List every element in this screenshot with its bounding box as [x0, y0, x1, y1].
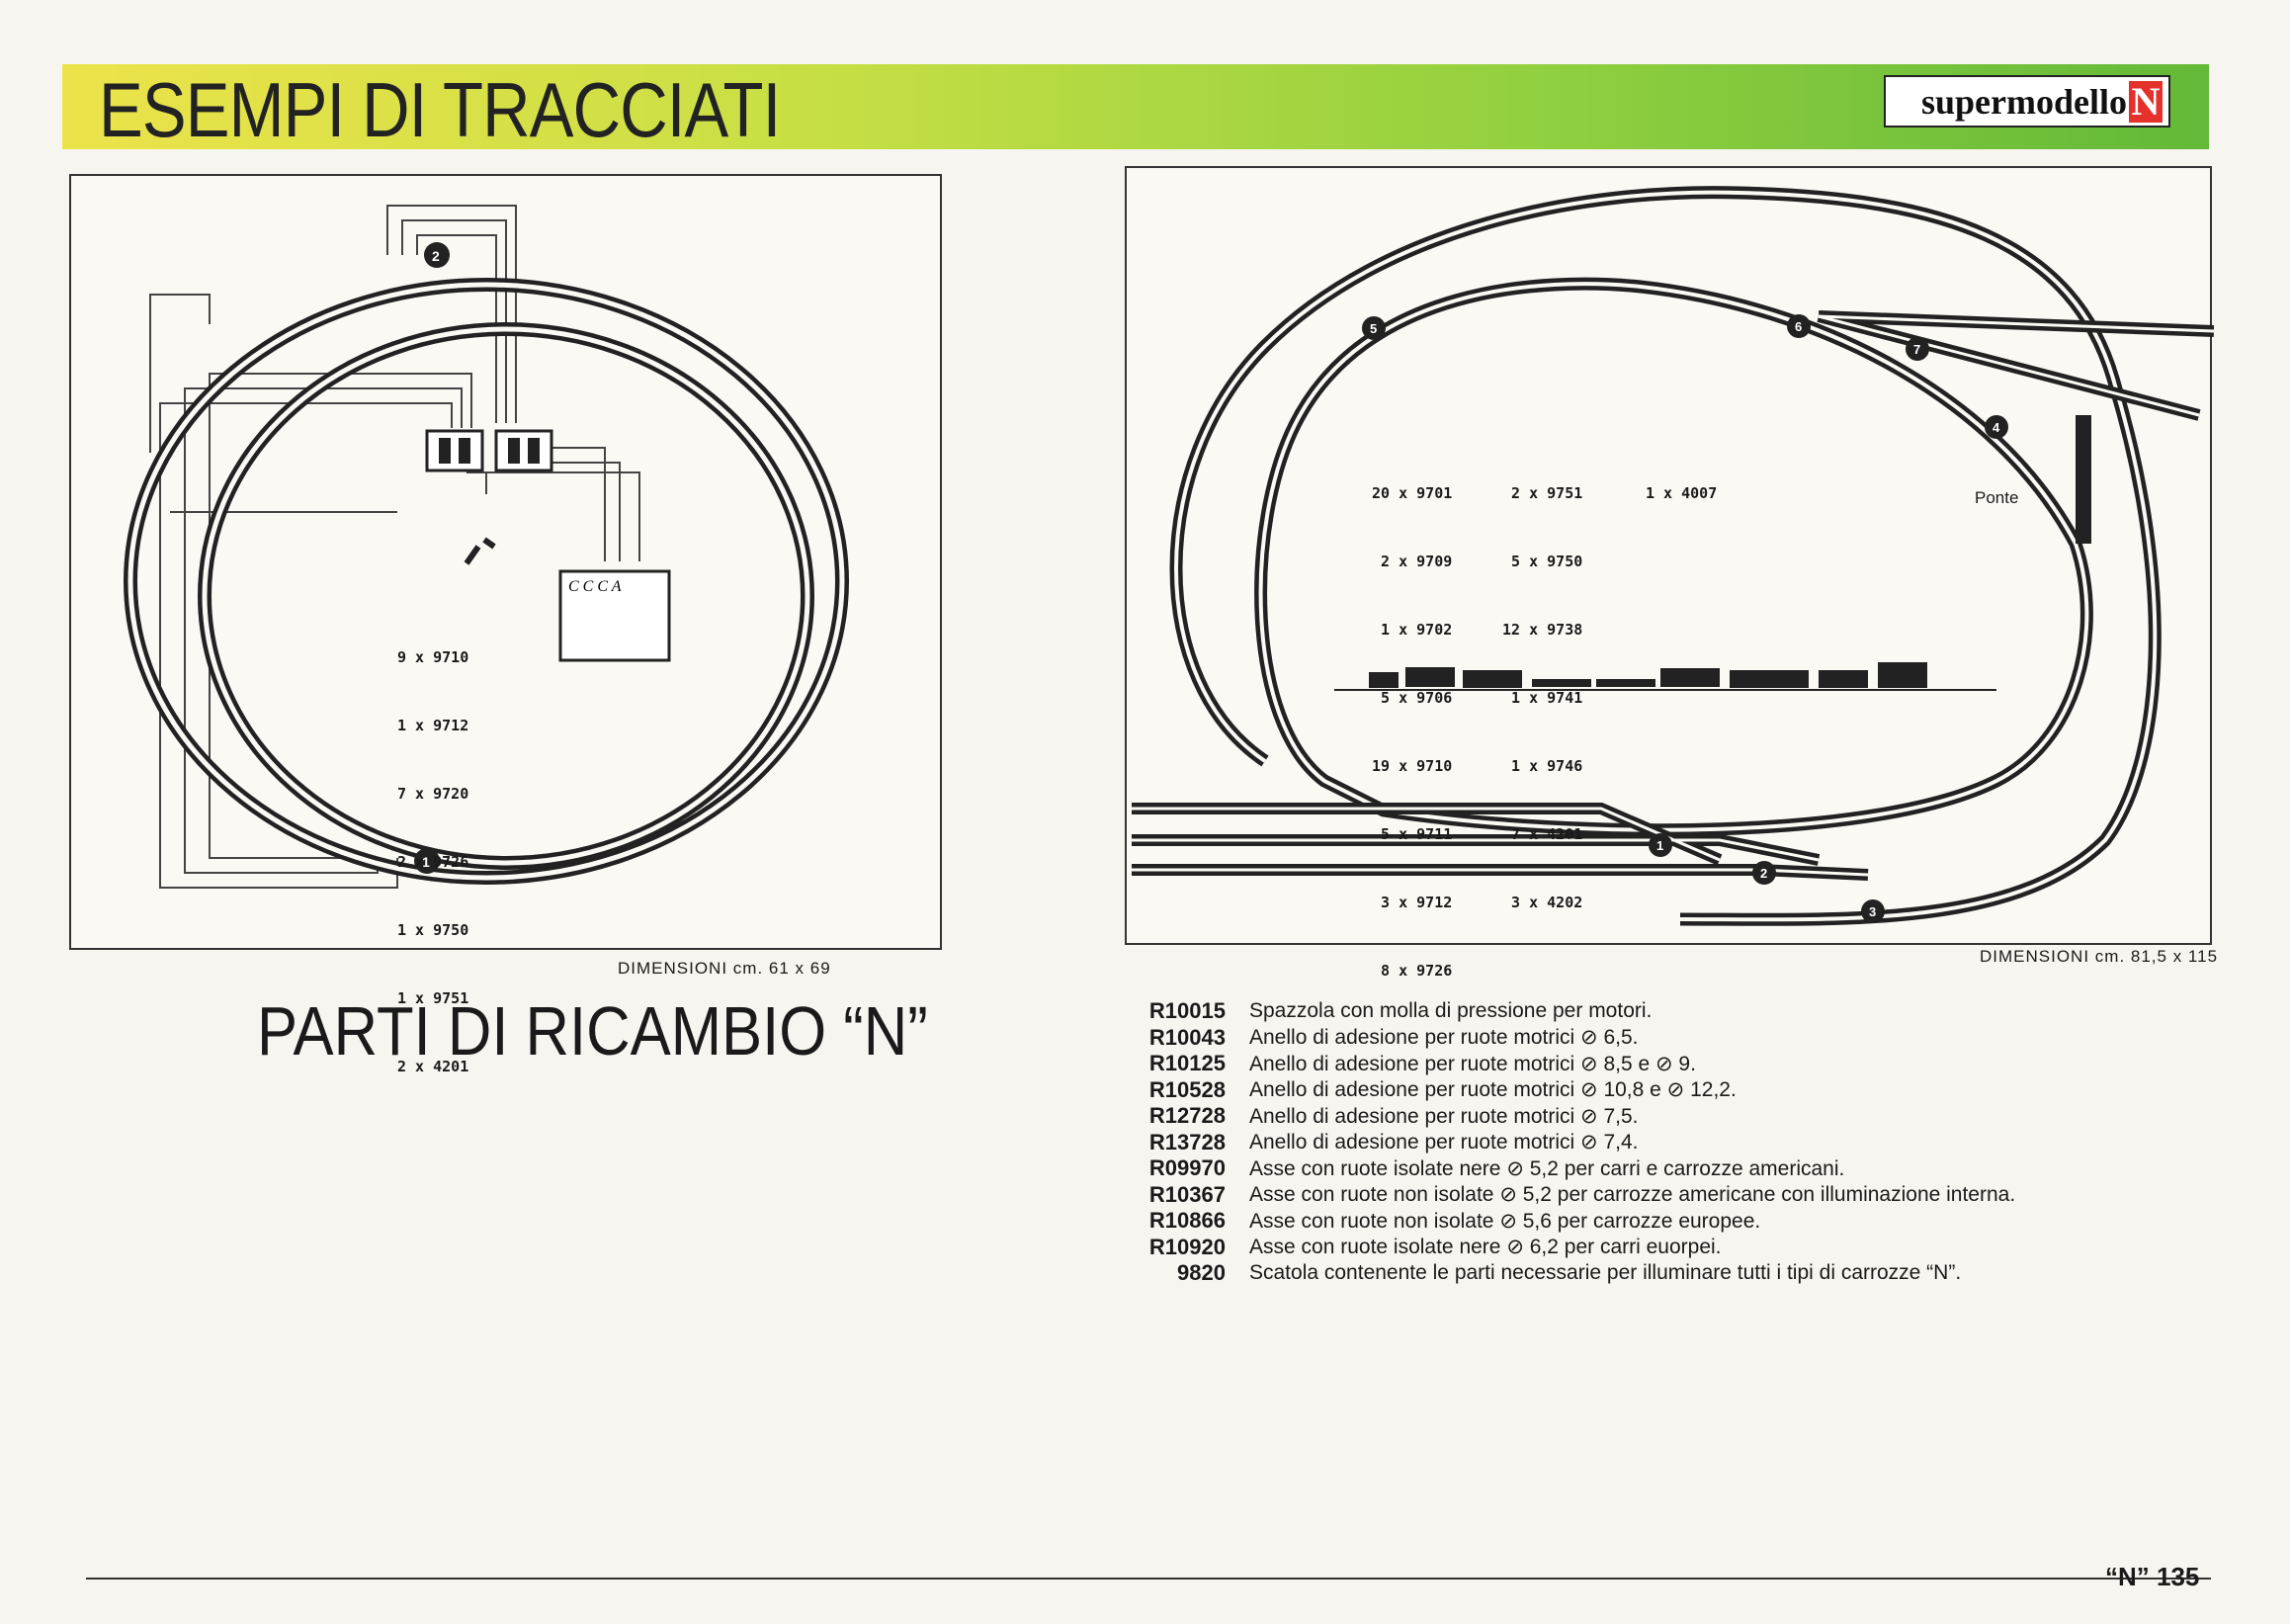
svg-text:7: 7 — [1913, 342, 1920, 357]
list-item: 1 x 9746 — [1511, 757, 1583, 775]
part-code: R10367 — [1148, 1181, 1226, 1207]
parts-list-right-col1: 20 x 9701 2 x 9709 1 x 9702 5 x 9706 19 … — [1372, 437, 1452, 1028]
list-item: 7 x 4201 — [1511, 825, 1583, 843]
page-title: ESEMPI DI TRACCIATI — [99, 66, 781, 153]
svg-text:2: 2 — [1760, 866, 1767, 881]
layout-diagram-right: 5 6 7 4 1 2 3 20 x 9701 2 x 9709 1 x 970… — [1125, 166, 2214, 980]
list-item: 1 x 9751 — [397, 989, 469, 1007]
list-item: 9820 Scatola contenente le parti necessar… — [1127, 1260, 2015, 1287]
list-item: 1 x 9702 — [1381, 621, 1453, 639]
list-item: 1 x 9750 — [397, 921, 469, 939]
list-item: 3 x 9712 — [1381, 894, 1453, 911]
list-item: 2 x 9726 — [397, 853, 469, 871]
spare-parts-list: R10015 Spazzola con molla di pressione pe… — [1127, 998, 2015, 1287]
part-desc: Anello di adesione per ruote motrici ⊘ 8… — [1249, 1052, 1696, 1075]
part-code: R10043 — [1148, 1024, 1226, 1050]
parts-list-right-col2: 2 x 9751 5 x 9750 12 x 9738 1 x 9741 1 x… — [1502, 437, 1582, 960]
parts-list-left: 9 x 9710 1 x 9712 7 x 9720 2 x 9726 1 x … — [397, 601, 468, 1124]
parts-list-right-col3: 1 x 4007 — [1646, 437, 1717, 551]
list-item: 19 x 9710 — [1372, 757, 1453, 775]
header-banner — [62, 64, 2209, 149]
page-number: “N” 135 — [2105, 1562, 2200, 1591]
part-desc: Asse con ruote non isolate ⊘ 5,2 per car… — [1249, 1183, 2016, 1207]
list-item: R13728 Anello di adesione per ruote motri… — [1127, 1130, 2015, 1156]
logo-text: supermodello — [1920, 81, 2127, 122]
svg-text:6: 6 — [1795, 319, 1802, 334]
list-item: 1 x 4007 — [1646, 484, 1718, 502]
list-item: 5 x 9706 — [1381, 689, 1453, 707]
list-item: 2 x 9751 — [1511, 484, 1583, 502]
part-code: R10920 — [1148, 1234, 1226, 1259]
part-desc: Anello di adesione per ruote motrici ⊘ 6… — [1249, 1026, 1639, 1050]
list-item: R10125 Anello di adesione per ruote motri… — [1127, 1051, 2015, 1077]
list-item: 20 x 9701 — [1372, 484, 1453, 502]
svg-text:3: 3 — [1869, 904, 1876, 919]
part-desc: Anello di adesione per ruote motrici ⊘ 1… — [1249, 1078, 1737, 1102]
list-item: R10920 Asse con ruote isolate nere ⊘ 6,2 … — [1127, 1235, 2015, 1261]
list-item: 12 x 9738 — [1502, 621, 1583, 639]
spare-parts-title: PARTI DI RICAMBIO “N” — [257, 992, 928, 1069]
part-code: R13728 — [1148, 1129, 1226, 1154]
svg-text:2: 2 — [432, 248, 440, 264]
part-code: R10528 — [1148, 1076, 1226, 1102]
list-item: 1 x 9712 — [397, 717, 469, 734]
part-desc: Scatola contenente le parti necessarie p… — [1249, 1261, 1962, 1285]
list-item: 5 x 9750 — [1511, 553, 1583, 570]
svg-text:4: 4 — [1993, 420, 2000, 435]
list-item: 5 x 9711 — [1381, 825, 1453, 843]
part-desc: Anello di adesione per ruote motrici ⊘ 7… — [1249, 1131, 1639, 1154]
bridge-label: Ponte — [1975, 488, 2019, 507]
track-plan-left: C C C A 2 1 — [124, 205, 849, 889]
brand-logo: supermodello N — [1884, 75, 2170, 128]
control-box-label: C C C A — [568, 578, 622, 595]
list-item: 3 x 4202 — [1511, 894, 1583, 911]
logo-letter: N — [2129, 79, 2163, 124]
list-item: R10043 Anello di adesione per ruote motri… — [1127, 1025, 2015, 1052]
list-item: 2 x 4201 — [397, 1058, 469, 1075]
list-item: 7 x 9720 — [397, 785, 469, 803]
part-code: R10015 — [1148, 998, 1226, 1024]
list-item: R09970 Asse con ruote isolate nere ⊘ 5,2 … — [1127, 1155, 2015, 1182]
part-desc: Asse con ruote non isolate ⊘ 5,6 per car… — [1249, 1209, 1761, 1233]
part-code: 9820 — [1177, 1260, 1226, 1286]
svg-text:1: 1 — [422, 854, 430, 870]
part-code: R10866 — [1148, 1208, 1226, 1234]
list-item: R10866 Asse con ruote non isolate ⊘ 5,6 p… — [1127, 1208, 2015, 1235]
part-desc: Asse con ruote isolate nere ⊘ 5,2 per ca… — [1249, 1156, 1845, 1180]
track-plan-right: 5 6 7 4 1 2 3 — [1132, 186, 2214, 926]
footer-rule — [86, 1578, 2211, 1580]
list-item: 8 x 9726 — [1381, 962, 1453, 980]
list-item: R10367 Asse con ruote non isolate ⊘ 5,2 p… — [1127, 1182, 2015, 1209]
list-item: R12728 Anello di adesione per ruote motri… — [1127, 1103, 2015, 1130]
list-item: 9 x 9710 — [397, 648, 469, 666]
part-code: R12728 — [1148, 1103, 1226, 1129]
dimensions-right: DIMENSIONI cm. 81,5 x 115 — [1980, 947, 2219, 966]
part-code: R10125 — [1148, 1051, 1226, 1076]
svg-text:1: 1 — [1656, 838, 1663, 853]
svg-text:5: 5 — [1370, 321, 1377, 336]
list-item: 1 x 9741 — [1511, 689, 1583, 707]
list-item: R10528 Anello di adesione per ruote motri… — [1127, 1077, 2015, 1104]
layout-diagram-left: C C C A 2 1 9 x 9710 1 x 9712 7 x 9720 2… — [69, 174, 942, 1075]
part-code: R09970 — [1148, 1155, 1226, 1181]
list-item: 2 x 9709 — [1381, 553, 1453, 570]
part-desc: Spazzola con molla di pressione per moto… — [1249, 999, 1653, 1023]
dimensions-left: DIMENSIONI cm. 61 x 69 — [618, 959, 831, 978]
part-desc: Anello di adesione per ruote motrici ⊘ 7… — [1249, 1104, 1639, 1128]
list-item: R10015 Spazzola con molla di pressione pe… — [1127, 998, 2015, 1025]
part-desc: Asse con ruote isolate nere ⊘ 6,2 per ca… — [1249, 1236, 1722, 1259]
